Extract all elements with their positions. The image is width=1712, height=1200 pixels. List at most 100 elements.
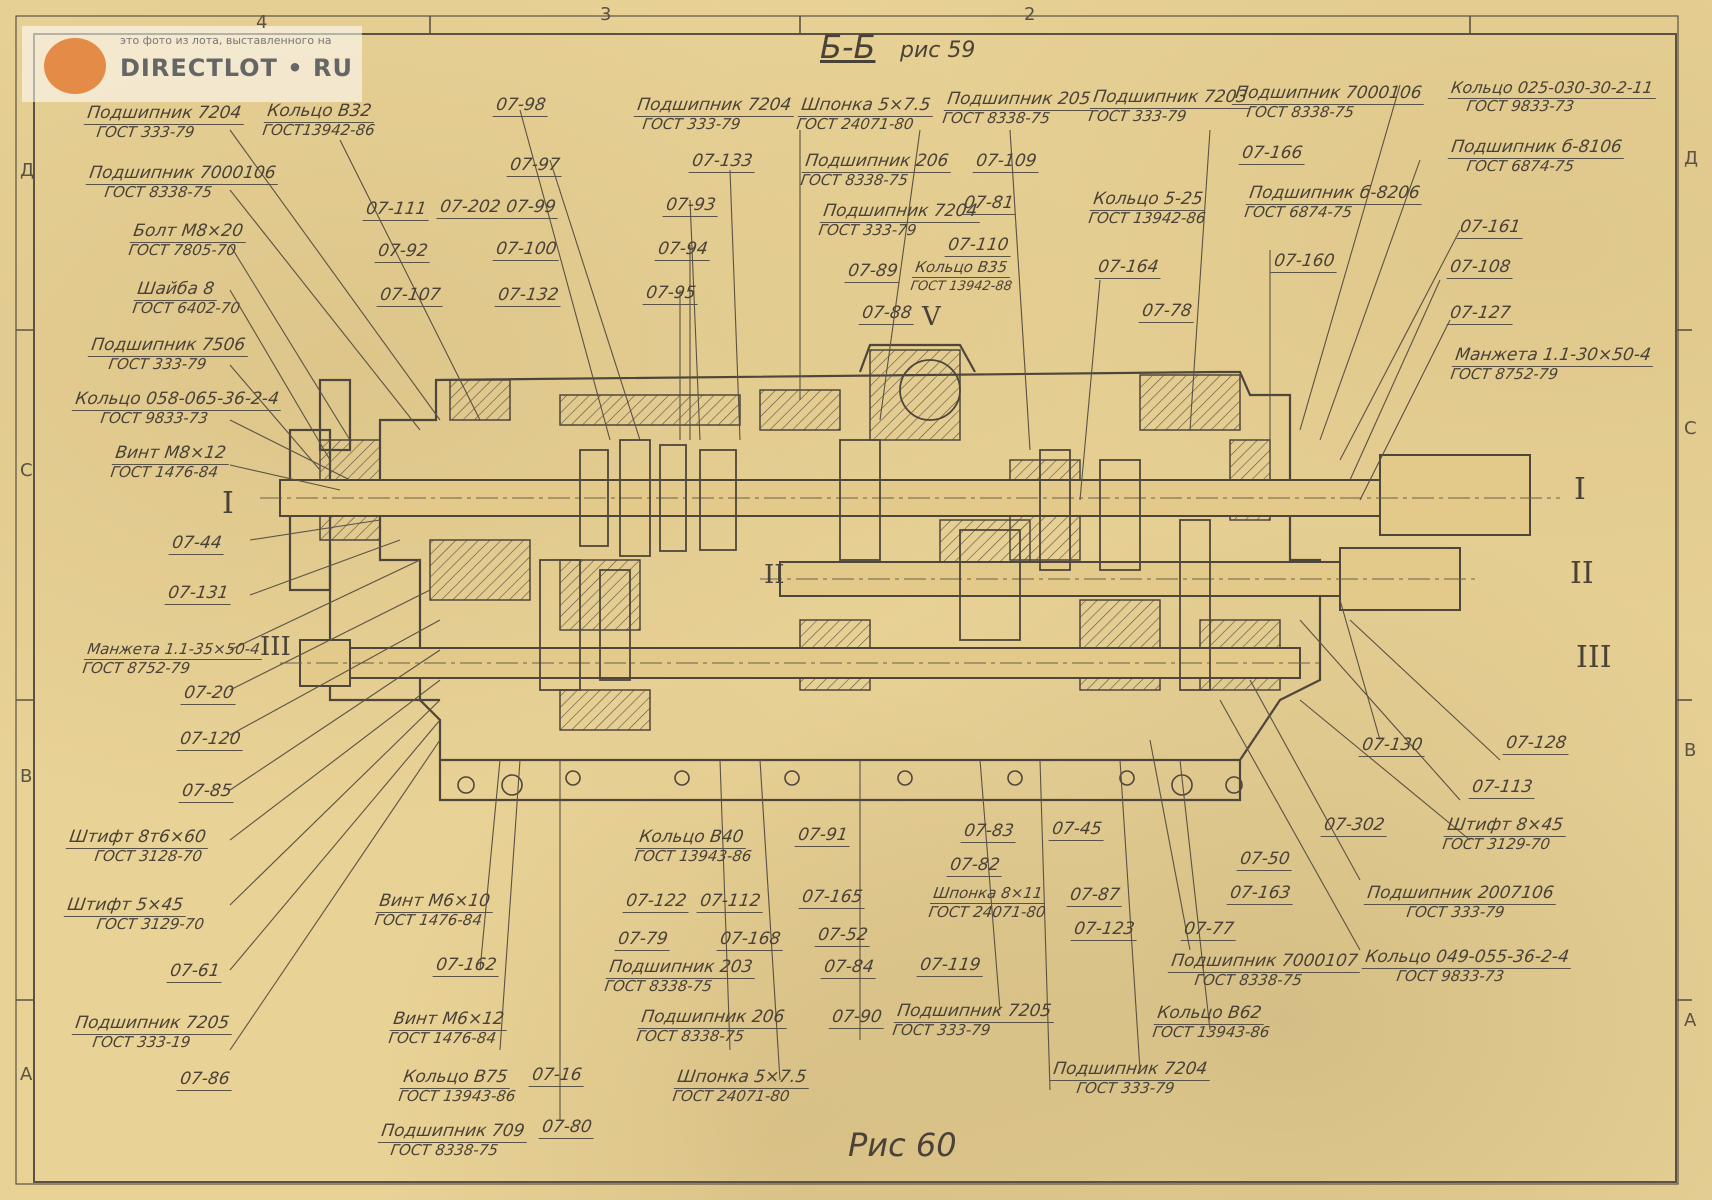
part-07-160: 07-160 [1270,251,1340,273]
part-07-89: 07-89 [844,261,903,283]
part-07-79: 07-79 [614,929,673,951]
part-07-163: 07-163 [1226,883,1296,905]
part-07-81: 07-81 [960,193,1019,215]
part-07-165: 07-165 [798,887,868,909]
part-07-50: 07-50 [1236,849,1295,871]
bolt-holes [457,770,1243,796]
part-07-45: 07-45 [1048,819,1107,841]
part-07-202: 07-202 [436,197,506,219]
zone-col-4: 4 [256,12,268,33]
figure-bottom-label: Рис 60 [848,1126,957,1164]
part-07-92: 07-92 [374,241,433,263]
shaft-iii-left-label: III [260,632,291,662]
part-07-161: 07-161 [1456,217,1526,239]
part-07-112: 07-112 [696,891,766,913]
leader-lines [229,84,1501,1120]
part-07-302: 07-302 [1320,815,1390,837]
watermark-brand: DIRECTLOT • RU [120,54,353,82]
part-07-128: 07-128 [1502,733,1572,755]
part-07-87: 07-87 [1066,885,1125,907]
inner-frame [33,33,1677,1183]
part-07-20: 07-20 [180,683,239,705]
part-07-108: 07-108 [1446,257,1516,279]
part-07-83: 07-83 [960,821,1019,843]
part-07-113: 07-113 [1468,777,1538,799]
part-07-120: 07-120 [176,729,246,751]
part-07-131: 07-131 [164,583,234,605]
figure-top-label: рис 59 [900,38,976,63]
part-07-98: 07-98 [492,95,551,117]
part-07-122: 07-122 [622,891,692,913]
shaft-i-right-label: I [1574,472,1586,507]
part-07-44: 07-44 [168,533,227,555]
part-07-119: 07-119 [916,955,986,977]
part-07-162: 07-162 [432,955,502,977]
part-07-85: 07-85 [178,781,237,803]
part-07-109: 07-109 [972,151,1042,173]
part-07-94: 07-94 [654,239,713,261]
zone-row-c-right: С [1684,418,1697,439]
part-07-110: 07-110 [944,235,1014,257]
part-07-127: 07-127 [1446,303,1516,325]
part-07-91: 07-91 [794,825,853,847]
shaft-i-left-label: I [222,486,234,521]
part-07-111: 07-111 [362,199,432,221]
shaft-ii-right-label: II [1570,556,1594,591]
squirrel-logo-icon [44,38,106,94]
part-07-77: 07-77 [1180,919,1239,941]
part-07-133: 07-133 [688,151,758,173]
zone-row-a-left: А [20,1064,33,1085]
part-07-97: 07-97 [506,155,565,177]
shaft-ii-mid-label: II [764,560,785,590]
part-07-86: 07-86 [176,1069,235,1091]
part-07-93: 07-93 [662,195,721,217]
part-07-99: 07-99 [502,197,561,219]
part-07-166: 07-166 [1238,143,1308,165]
zone-row-a-right: А [1684,1010,1697,1031]
zone-row-c-left: С [20,460,33,481]
part-07-95: 07-95 [642,283,701,305]
center-lines [260,497,1560,664]
part-07-107: 07-107 [376,285,446,307]
zone-col-2: 2 [1024,4,1036,25]
section-title: Б-Б [820,28,876,66]
outer-frame [15,15,1679,1185]
watermark-note: это фото из лота, выставленного на [120,34,332,47]
zone-row-d-left: Д [20,160,35,181]
part-07-130: 07-130 [1358,735,1428,757]
part-07-100: 07-100 [492,239,562,261]
